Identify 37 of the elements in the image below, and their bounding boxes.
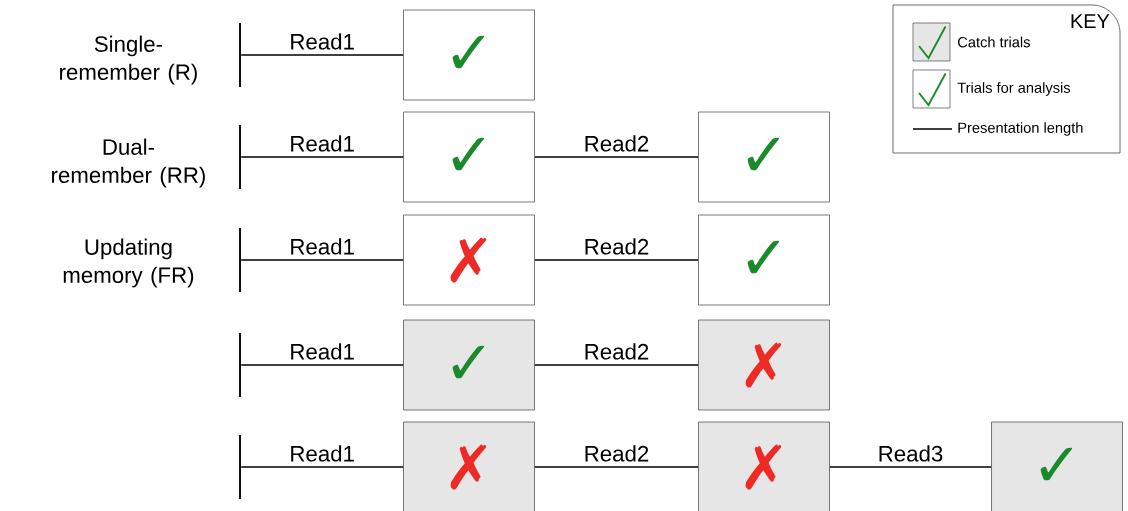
- timeline-line: [240, 364, 404, 366]
- edge-label: Read2: [585, 238, 649, 255]
- row-label: Updating memory (FR): [63, 238, 194, 288]
- timeline-line: [240, 466, 404, 468]
- timeline-line: [534, 259, 699, 261]
- legend-label: Catch trials: [958, 36, 1030, 48]
- timeline-line: [534, 364, 699, 366]
- legend-label: Trials for analysis: [957, 82, 1071, 96]
- trial-box: ✗: [403, 214, 535, 306]
- timeline-line: [534, 466, 699, 468]
- trial-box: ✓: [403, 9, 535, 101]
- trial-box: ✓: [698, 214, 830, 306]
- edge-label: Read1: [291, 445, 354, 462]
- trial-box: ✓: [403, 319, 535, 411]
- edge-label: Read2: [585, 445, 649, 462]
- timeline-line: [240, 156, 404, 158]
- edge-label: Read2: [585, 343, 649, 360]
- row-label: Single-remember (R): [60, 35, 197, 85]
- timeline-line: [534, 156, 699, 158]
- edge-label: Read1: [291, 33, 354, 50]
- edge-label: Read1: [291, 238, 354, 255]
- trial-box: ✗: [403, 421, 535, 511]
- key-title: KEY: [1071, 14, 1110, 28]
- edge-label: Read3: [879, 445, 943, 462]
- trial-box: ✗: [698, 319, 830, 411]
- trial-box: ✓: [991, 421, 1123, 511]
- edge-label: Read1: [291, 135, 354, 152]
- timeline-line: [240, 259, 404, 261]
- trial-box: ✓: [403, 111, 535, 203]
- row-label: Dual-remember (RR): [52, 138, 205, 188]
- edge-label: Read2: [585, 135, 649, 152]
- legend-label: Presentation length: [958, 122, 1083, 136]
- trial-box: ✓: [698, 111, 830, 203]
- timeline-line: [240, 54, 404, 56]
- timeline-line: [829, 466, 992, 468]
- edge-label: Read1: [291, 343, 354, 360]
- trial-box: ✗: [698, 421, 830, 511]
